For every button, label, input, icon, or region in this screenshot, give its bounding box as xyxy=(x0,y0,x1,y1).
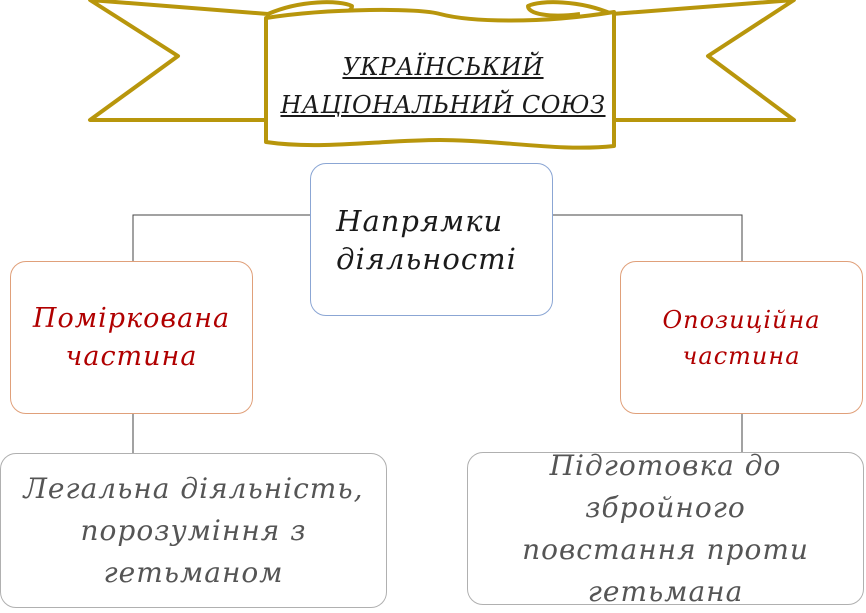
node-armed-uprising: Підготовка до збройного повстання проти … xyxy=(467,449,864,608)
root-line2: діяльності xyxy=(336,241,517,276)
right-line2: частина xyxy=(682,341,801,370)
left-leaf-line1: Легальна діяльність, xyxy=(23,471,364,505)
node-legal-activity: Легальна діяльність, порозуміння з гетьм… xyxy=(0,453,387,608)
banner-title: УКРАЇНСЬКИЙ НАЦІОНАЛЬНИЙ СОЮЗ xyxy=(268,48,618,124)
node-moderate-part: Поміркована частина xyxy=(10,261,253,414)
right-line1: Опозиційна xyxy=(662,305,821,334)
right-leaf-line3: гетьмана xyxy=(587,574,744,608)
right-leaf-line2: повстання проти xyxy=(522,532,809,566)
connector-root-left xyxy=(132,214,310,261)
banner-right-curl xyxy=(526,0,613,18)
left-leaf-line3: гетьманом xyxy=(103,555,284,589)
node-opposition-part: Опозиційна частина xyxy=(620,261,863,414)
banner-panel xyxy=(264,7,616,150)
banner-title-line2: НАЦІОНАЛЬНИЙ СОЮЗ xyxy=(280,91,606,119)
left-leaf-line2: порозуміння з xyxy=(80,513,307,547)
connector-root-right xyxy=(553,214,743,261)
banner-title-line1: УКРАЇНСЬКИЙ xyxy=(342,53,544,81)
root-line1: Напрямки xyxy=(336,203,504,238)
root-node-directions: Напрямки діяльності xyxy=(310,163,553,316)
left-line2: частина xyxy=(65,340,198,372)
right-leaf-line1: Підготовка до збройного xyxy=(549,448,782,524)
left-line1: Поміркована xyxy=(32,302,231,334)
